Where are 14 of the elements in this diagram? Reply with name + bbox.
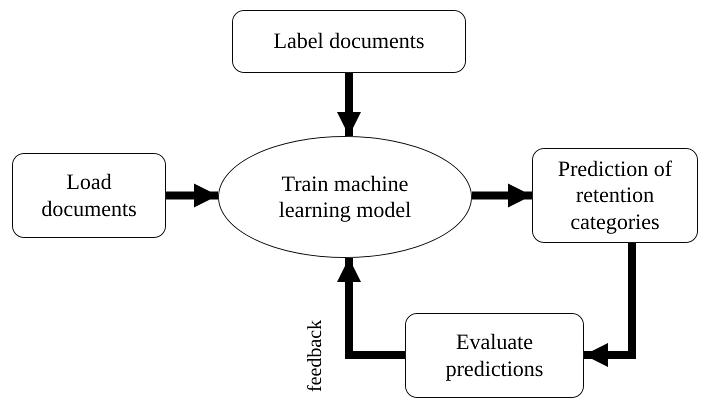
arrow <box>166 184 218 208</box>
process-box <box>12 153 166 238</box>
node-label: Load documents <box>41 169 137 222</box>
node-label: Train machine learning model <box>278 170 412 224</box>
process-box <box>405 313 584 398</box>
arrow <box>472 184 532 208</box>
process-box <box>232 10 466 73</box>
process-box <box>532 148 698 243</box>
node-label: Evaluate predictions <box>444 329 544 382</box>
arrow <box>584 243 636 367</box>
node-label: Prediction of retention categories <box>556 156 674 236</box>
node-label: Label documents <box>274 28 424 55</box>
arrow <box>337 73 361 136</box>
arrow <box>337 258 405 359</box>
